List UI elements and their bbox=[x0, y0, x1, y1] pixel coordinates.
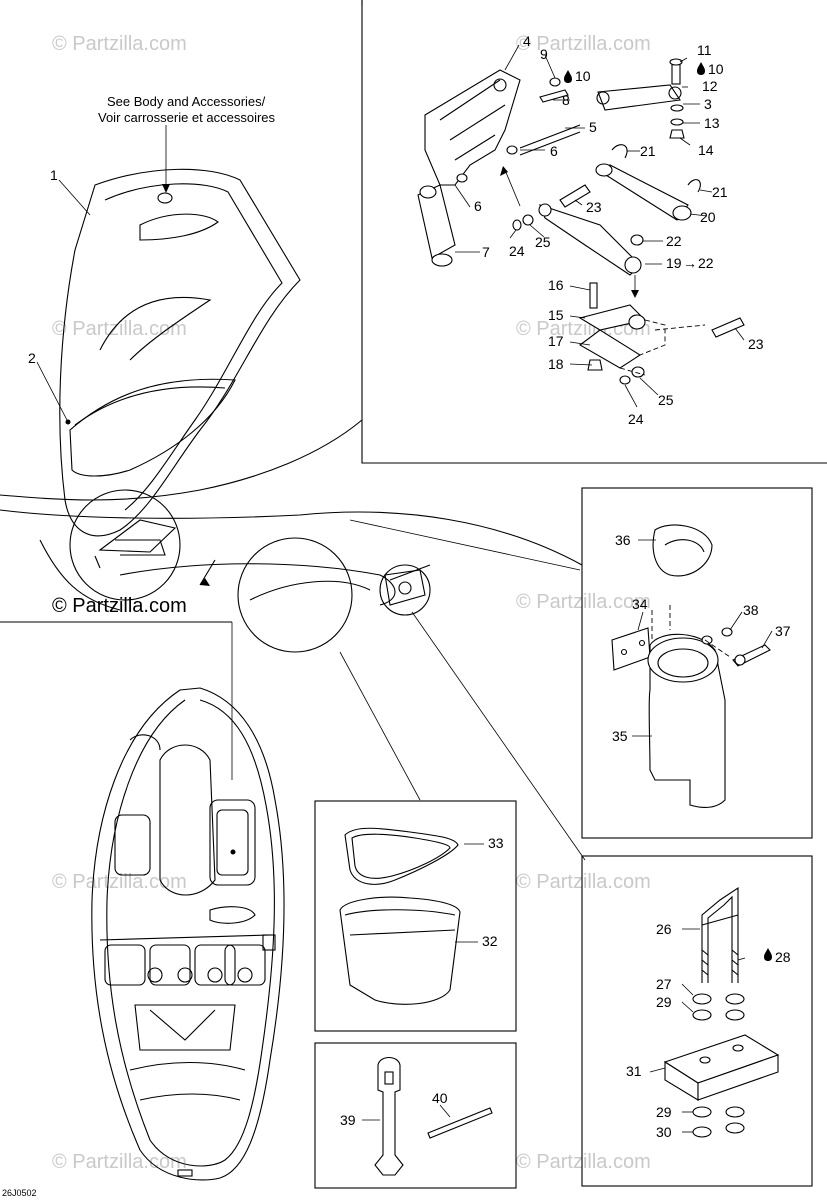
label-9: 9 bbox=[540, 46, 548, 62]
watermark: © Partzilla.com bbox=[52, 318, 187, 340]
part-22-strut bbox=[539, 204, 641, 276]
label-29: 29 bbox=[656, 1104, 672, 1120]
watermark: © Partzilla.com bbox=[516, 33, 651, 55]
part-32-bucket bbox=[339, 896, 461, 1005]
top-right-panel-border bbox=[361, 0, 827, 464]
bucket-panel bbox=[314, 800, 517, 1032]
label-10: 10 bbox=[575, 68, 591, 84]
detail-circle-anchor bbox=[379, 564, 431, 616]
diagram-code: 26J0502 bbox=[2, 1188, 37, 1198]
detail-circle-latch bbox=[69, 489, 181, 601]
label-5: 5 bbox=[589, 119, 597, 135]
part-26-hook bbox=[701, 886, 739, 983]
watermark: © Partzilla.com bbox=[52, 1151, 187, 1173]
label-14: 14 bbox=[698, 142, 714, 158]
label-24: 24 bbox=[509, 243, 525, 259]
drop-icon bbox=[564, 70, 572, 83]
part-23-pin bbox=[559, 184, 591, 208]
drop-icon bbox=[697, 62, 705, 75]
part-39-wrench bbox=[374, 1056, 404, 1176]
reference-note-line-1: See Body and Accessories/ bbox=[107, 94, 266, 109]
label-31: 31 bbox=[626, 1063, 642, 1079]
part-16-bolt bbox=[589, 282, 598, 309]
detail-circle-bin bbox=[237, 537, 353, 653]
label-25: 25 bbox=[658, 392, 674, 408]
seat-row bbox=[104, 934, 276, 986]
leaders bbox=[454, 44, 745, 408]
label-23: 23 bbox=[586, 199, 602, 215]
bucket-parts bbox=[339, 827, 484, 1005]
watermark: © Partzilla.com bbox=[52, 871, 187, 893]
label-10: 10 bbox=[708, 61, 724, 77]
label-20: 20 bbox=[700, 209, 716, 225]
label-17: 17 bbox=[548, 333, 564, 349]
part-3-arm bbox=[597, 84, 681, 111]
label-21: 21 bbox=[712, 184, 728, 200]
arrow-symbol: → bbox=[683, 255, 697, 271]
watermark: © Partzilla.com bbox=[516, 871, 651, 893]
hood-assembly bbox=[0, 125, 586, 861]
label-34: 34 bbox=[632, 596, 648, 612]
label-11: 11 bbox=[697, 42, 712, 58]
drop-icon bbox=[764, 948, 772, 961]
label-30: 30 bbox=[656, 1124, 672, 1140]
label-15: 15 bbox=[548, 307, 564, 323]
part-8-bolt bbox=[539, 89, 569, 103]
label-28: 28 bbox=[775, 949, 791, 965]
part-33-gasket bbox=[344, 827, 459, 885]
label-26: 26 bbox=[656, 921, 672, 937]
label-38: 38 bbox=[743, 602, 759, 618]
part-40-bar bbox=[427, 1107, 493, 1139]
label-35: 35 bbox=[612, 728, 628, 744]
label-40: 40 bbox=[432, 1090, 448, 1106]
label-25: 25 bbox=[535, 234, 551, 250]
label-37: 37 bbox=[775, 623, 791, 639]
label-19-to-22: 22 bbox=[698, 255, 714, 271]
label-4: 4 bbox=[523, 33, 531, 49]
label-36: 36 bbox=[615, 532, 631, 548]
label-6: 6 bbox=[474, 198, 482, 214]
part-4-bracket bbox=[424, 69, 521, 186]
tool-parts bbox=[362, 1056, 493, 1176]
storage-bin-parts bbox=[611, 524, 773, 808]
label-13: 13 bbox=[704, 115, 720, 131]
label-19: 19 bbox=[666, 255, 682, 271]
label-27: 27 bbox=[656, 976, 672, 992]
label-18: 18 bbox=[548, 356, 564, 372]
label-6: 6 bbox=[550, 143, 558, 159]
label-29: 29 bbox=[656, 994, 672, 1010]
watermarks: © Partzilla.com © Partzilla.com © Partzi… bbox=[52, 33, 651, 1173]
hood-latch-mechanism bbox=[417, 58, 745, 385]
part-36-cap bbox=[652, 524, 713, 577]
label-23: 23 bbox=[748, 336, 764, 352]
storage-bin-panel bbox=[581, 487, 813, 839]
label-24: 24 bbox=[628, 411, 644, 427]
label-12: 12 bbox=[702, 78, 718, 94]
anchor-parts bbox=[649, 886, 780, 1138]
watermark-main: © Partzilla.com bbox=[52, 595, 187, 617]
label-3: 3 bbox=[704, 96, 712, 112]
part-34-plate bbox=[611, 627, 651, 671]
part-23-pin-b bbox=[711, 317, 745, 338]
watermark: © Partzilla.com bbox=[52, 33, 187, 55]
anchor-panel bbox=[581, 855, 813, 1187]
label-2: 2 bbox=[28, 350, 36, 366]
tool-panel bbox=[314, 1042, 517, 1189]
part-labels: 1 2 3 4 5 6 6 7 8 9 10 10 11 12 13 14 15… bbox=[28, 33, 791, 1140]
label-21: 21 bbox=[640, 143, 656, 159]
watermark: © Partzilla.com bbox=[516, 591, 651, 613]
label-8: 8 bbox=[562, 92, 570, 108]
label-1: 1 bbox=[50, 167, 58, 183]
watermark: © Partzilla.com bbox=[516, 1151, 651, 1173]
label-22: 22 bbox=[666, 233, 682, 249]
label-16: 16 bbox=[548, 277, 564, 293]
watercraft-top-view bbox=[91, 687, 285, 1181]
label-32: 32 bbox=[482, 933, 498, 949]
label-33: 33 bbox=[488, 835, 504, 851]
label-7: 7 bbox=[482, 244, 490, 260]
label-39: 39 bbox=[340, 1112, 356, 1128]
reference-note-line-2: Voir carrosserie et accessoires bbox=[98, 110, 276, 125]
